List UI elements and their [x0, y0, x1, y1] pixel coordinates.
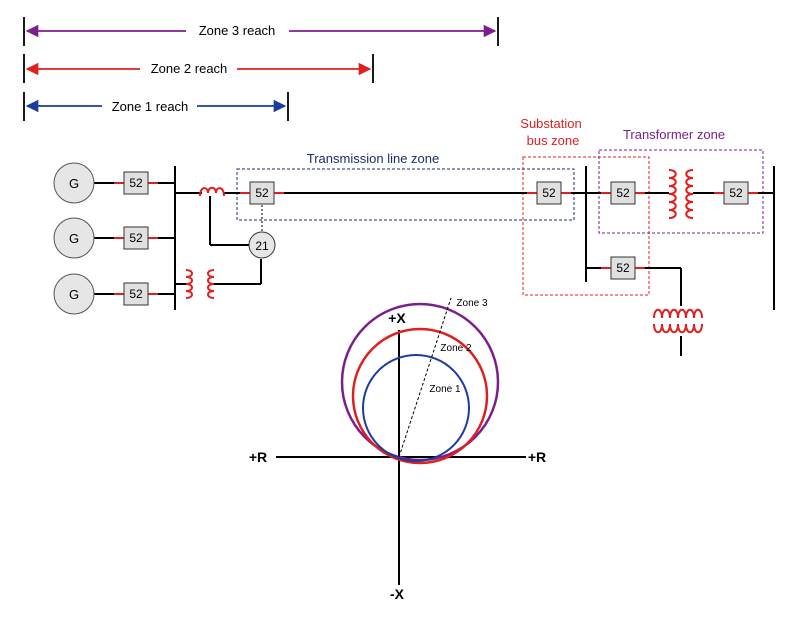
breaker-transformer-high-label: 52 — [616, 186, 630, 200]
zone2-circle — [351, 327, 489, 465]
distance-relay: 21 — [248, 231, 276, 259]
breaker-line-receiving: 52 — [536, 181, 562, 205]
transformer-zone-label: Transformer zone — [623, 127, 725, 142]
generator-3: G — [53, 273, 95, 315]
substation-zone-label-2: bus zone — [527, 133, 580, 148]
breaker-transformer-high: 52 — [610, 181, 636, 205]
breaker-line-sending-label: 52 — [255, 186, 269, 200]
zone1-circle — [362, 354, 470, 462]
power-transformer-icon — [668, 169, 694, 219]
zone3-circle-label: Zone 3 — [456, 298, 488, 309]
breaker-gen-1-label: 52 — [129, 176, 143, 190]
zone2-circle-label: Zone 2 — [440, 343, 472, 354]
zone2-reach-label: Zone 2 reach — [151, 61, 228, 76]
breaker-feeder-label: 52 — [616, 261, 630, 275]
current-transformer-icon — [199, 186, 225, 197]
distance-relay-label: 21 — [255, 239, 269, 253]
breaker-gen-2: 52 — [123, 226, 149, 250]
potential-transformer-icon — [185, 269, 215, 299]
substation-zone-label-1: Substation — [520, 116, 581, 131]
generator-1-label: G — [69, 176, 79, 191]
breaker-feeder: 52 — [610, 256, 636, 280]
line-impedance-angle — [398, 297, 452, 458]
breaker-line-sending: 52 — [249, 181, 275, 205]
breaker-transformer-low-label: 52 — [729, 186, 743, 200]
zone3-reach-label: Zone 3 reach — [199, 23, 276, 38]
generator-2-label: G — [69, 231, 79, 246]
zone1-reach: Zone 1 reach — [23, 92, 289, 121]
breaker-gen-3-label: 52 — [129, 287, 143, 301]
pos-x-label: +X — [388, 310, 406, 326]
breaker-gen-2-label: 52 — [129, 231, 143, 245]
neg-x-label: -X — [390, 586, 405, 602]
generator-1: G — [53, 162, 95, 204]
generator-3-label: G — [69, 287, 79, 302]
breaker-gen-3: 52 — [123, 282, 149, 306]
zone2-reach: Zone 2 reach — [23, 54, 374, 83]
substation-bus-zone: Substation bus zone — [520, 116, 650, 296]
breaker-gen-1: 52 — [123, 171, 149, 195]
rx-plot: +X -X +R +R Zone 3 Zone 2 Zone 1 — [249, 297, 546, 602]
transmission-line-zone: Transmission line zone — [236, 151, 575, 221]
generator-2: G — [53, 217, 95, 259]
zone1-circle-label: Zone 1 — [429, 384, 461, 395]
pos-r-label: +R — [528, 449, 546, 465]
transmission-line-zone-label: Transmission line zone — [307, 151, 439, 166]
zone1-reach-label: Zone 1 reach — [112, 99, 189, 114]
transformer-zone: Transformer zone — [598, 127, 764, 234]
breaker-transformer-low: 52 — [723, 181, 749, 205]
breaker-terminals — [114, 182, 758, 295]
zone3-reach: Zone 3 reach — [23, 17, 499, 46]
breaker-line-receiving-label: 52 — [542, 186, 556, 200]
neg-r-label: +R — [249, 449, 267, 465]
feeder-transformer-icon — [653, 308, 703, 334]
